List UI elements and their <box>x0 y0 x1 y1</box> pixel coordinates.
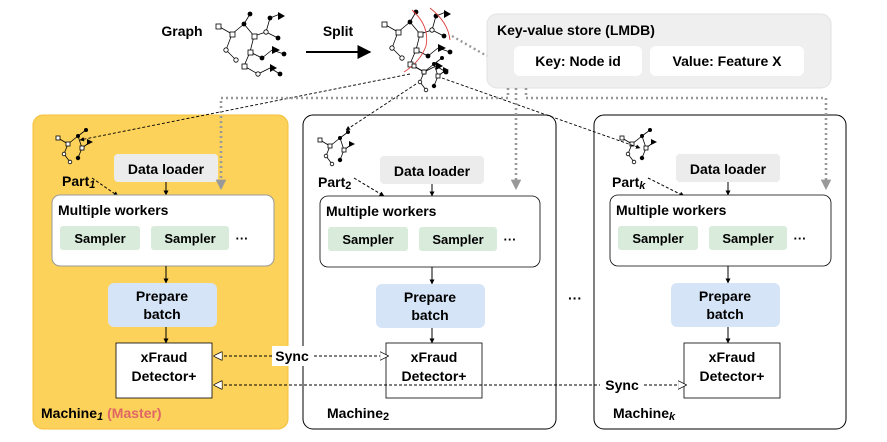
machine-2-panel <box>302 114 557 430</box>
split-graph-icon <box>381 7 453 75</box>
prepare-1-label-b: batch <box>143 306 180 322</box>
part-2-label: Part2 <box>318 174 351 192</box>
data-loader-1-box <box>114 154 218 182</box>
sampler-1a-label: Sampler <box>74 231 125 246</box>
split-part-icon <box>411 55 450 93</box>
detector-k-label-a: xFraud <box>709 349 756 365</box>
sampler-ka-box <box>618 226 698 250</box>
sync-label-2: Sync <box>605 377 639 393</box>
detector-2-label-a: xFraud <box>411 349 458 365</box>
workers-2-title: Multiple workers <box>326 203 437 219</box>
prepare-k-label-a: Prepare <box>699 288 751 304</box>
sampler-2b-box <box>419 227 497 251</box>
data-loader-2-label: Data loader <box>394 163 471 179</box>
part-k-arrow <box>647 177 685 197</box>
machine-2-label: Machine2 <box>327 405 389 423</box>
sampler-ka-label: Sampler <box>632 231 683 246</box>
graph-icon <box>215 11 287 77</box>
prepare-2-label-b: batch <box>411 307 448 323</box>
kv-fetch-arrows <box>215 88 832 191</box>
kv-fetch-machine-1 <box>215 88 510 191</box>
part-k-label: Partk <box>612 174 646 192</box>
part-1-label: Part1 <box>62 173 95 191</box>
kv-connector <box>451 34 488 58</box>
sampler-kb-label: Sampler <box>722 231 773 246</box>
sampler-2a-box <box>328 227 408 251</box>
sync-label-1-bg <box>272 346 312 366</box>
machines-ellipsis: ··· <box>568 290 582 306</box>
data-loader-2-box <box>380 156 484 184</box>
prepare-k-label-b: batch <box>706 306 743 322</box>
sampler-1a-box <box>60 226 140 250</box>
prepare-1-label-a: Prepare <box>136 288 188 304</box>
sync-label-1: Sync <box>275 348 309 364</box>
workers-1-more: ··· <box>236 231 249 246</box>
split-to-part-1-arrow <box>79 73 411 142</box>
prepare-k-box <box>671 283 780 327</box>
kv-value-label: Value: Feature X <box>673 53 783 69</box>
split-to-part-k-arrow <box>441 77 641 149</box>
kv-store-title: Key-value store (LMDB) <box>497 22 655 38</box>
prepare-1-box <box>108 283 217 327</box>
workers-k-title: Multiple workers <box>616 202 727 218</box>
sampler-kb-box <box>709 226 787 250</box>
detector-k-label-b: Detector+ <box>700 368 765 384</box>
kv-key-box <box>514 46 642 76</box>
detector-1-label-b: Detector+ <box>132 368 197 384</box>
machine-k-label: Machinek <box>613 405 676 423</box>
machine-k-panel <box>593 114 847 430</box>
detector-1-label-a: xFraud <box>141 349 188 365</box>
sync-label-2-bg <box>600 375 644 395</box>
sampler-1b-label: Sampler <box>164 231 215 246</box>
data-loader-k-box <box>676 154 780 182</box>
workers-1-title: Multiple workers <box>58 202 169 218</box>
detector-k-box <box>683 342 781 399</box>
split-to-part-2-arrow <box>345 83 417 131</box>
kv-key-label: Key: Node id <box>535 53 621 69</box>
data-loader-1-label: Data loader <box>128 161 205 177</box>
prepare-2-label-a: Prepare <box>404 289 456 305</box>
part-2-arrow <box>353 177 385 197</box>
graph-label: Graph <box>161 23 202 39</box>
sampler-2a-label: Sampler <box>342 232 393 247</box>
kv-value-box <box>650 46 804 76</box>
prepare-2-box <box>376 284 485 328</box>
workers-2-more: ··· <box>504 232 517 247</box>
detector-1-box <box>115 342 213 399</box>
workers-k-more: ··· <box>794 231 807 246</box>
detector-2-label-b: Detector+ <box>402 368 467 384</box>
split-label: Split <box>323 23 354 39</box>
data-loader-k-label: Data loader <box>690 161 767 177</box>
part-1-arrow <box>91 177 119 197</box>
sampler-2b-label: Sampler <box>432 232 483 247</box>
machine-1-panel <box>32 114 289 430</box>
sampler-1b-box <box>151 226 229 250</box>
machine-1-label: Machine1(Master) <box>41 405 162 423</box>
kv-fetch-machine-k <box>524 88 832 191</box>
